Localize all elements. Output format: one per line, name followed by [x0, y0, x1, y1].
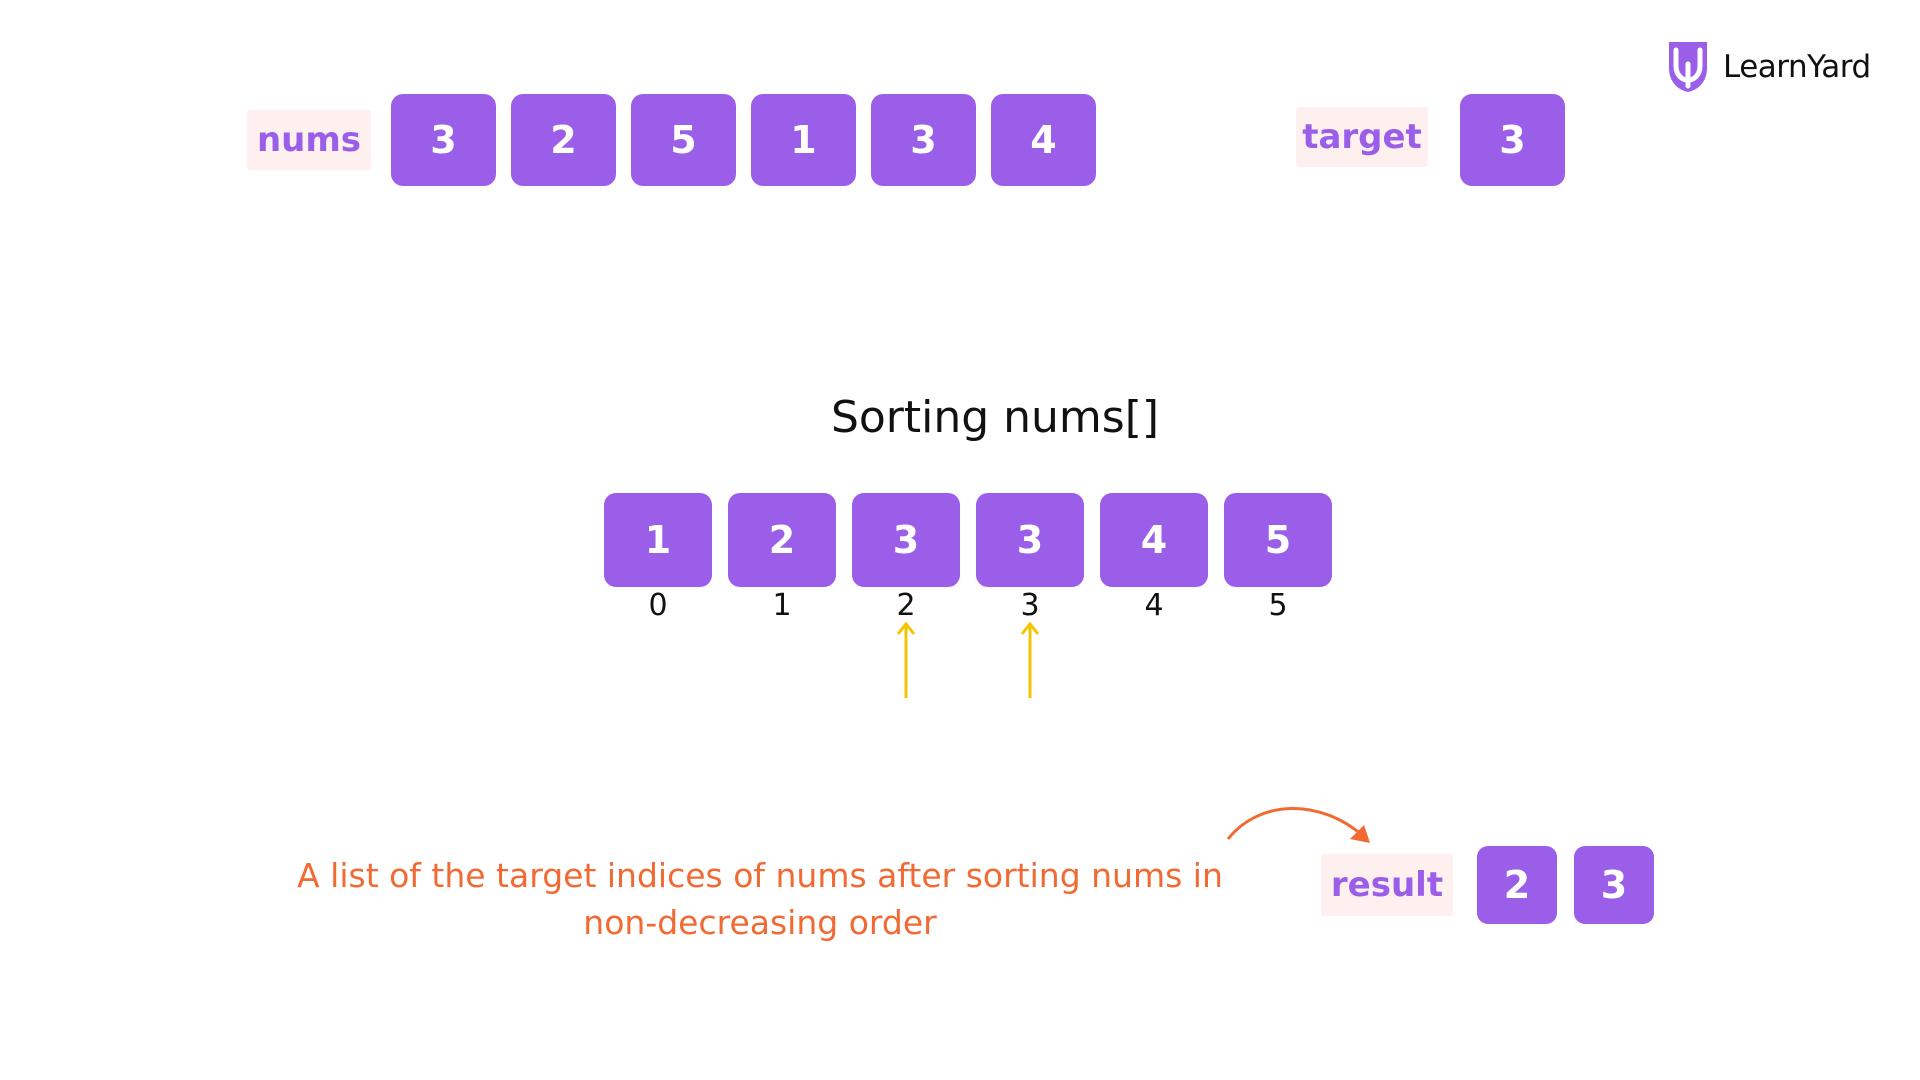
nums-label: nums	[247, 110, 371, 170]
index-label: 5	[1268, 588, 1288, 623]
sorted-cell: 3	[976, 493, 1084, 587]
learnyard-logo: LearnYard	[1665, 38, 1885, 96]
result-label: result	[1321, 854, 1453, 916]
pointer-arrow-index-3	[1020, 621, 1040, 698]
target-cell: 3	[1460, 94, 1565, 186]
index-label: 2	[896, 588, 916, 623]
index-label: 1	[772, 588, 792, 623]
nums-cell: 3	[391, 94, 496, 186]
nums-cell: 1	[751, 94, 856, 186]
sorted-cell: 1	[604, 493, 712, 587]
nums-cell: 4	[991, 94, 1096, 186]
result-cell: 2	[1477, 846, 1557, 924]
nums-cell: 3	[871, 94, 976, 186]
sorted-cell: 4	[1100, 493, 1208, 587]
curved-arrow-icon	[1226, 807, 1370, 843]
index-label: 4	[1144, 588, 1164, 623]
sorted-cell: 2	[728, 493, 836, 587]
sorted-cell: 3	[852, 493, 960, 587]
result-caption: A list of the target indices of nums aft…	[255, 852, 1265, 946]
sorting-title: Sorting nums[]	[830, 392, 1160, 443]
logo-text: LearnYard	[1723, 49, 1871, 85]
pointer-arrow-index-2	[896, 621, 916, 698]
caption-line-2: non-decreasing order	[583, 903, 937, 942]
sorted-cell: 5	[1224, 493, 1332, 587]
result-cell: 3	[1574, 846, 1654, 924]
learnyard-shield-icon	[1669, 42, 1707, 92]
target-label: target	[1296, 107, 1428, 167]
nums-cell: 5	[631, 94, 736, 186]
index-label: 3	[1020, 588, 1040, 623]
index-label: 0	[648, 588, 668, 623]
nums-cell: 2	[511, 94, 616, 186]
caption-line-1: A list of the target indices of nums aft…	[297, 856, 1223, 895]
